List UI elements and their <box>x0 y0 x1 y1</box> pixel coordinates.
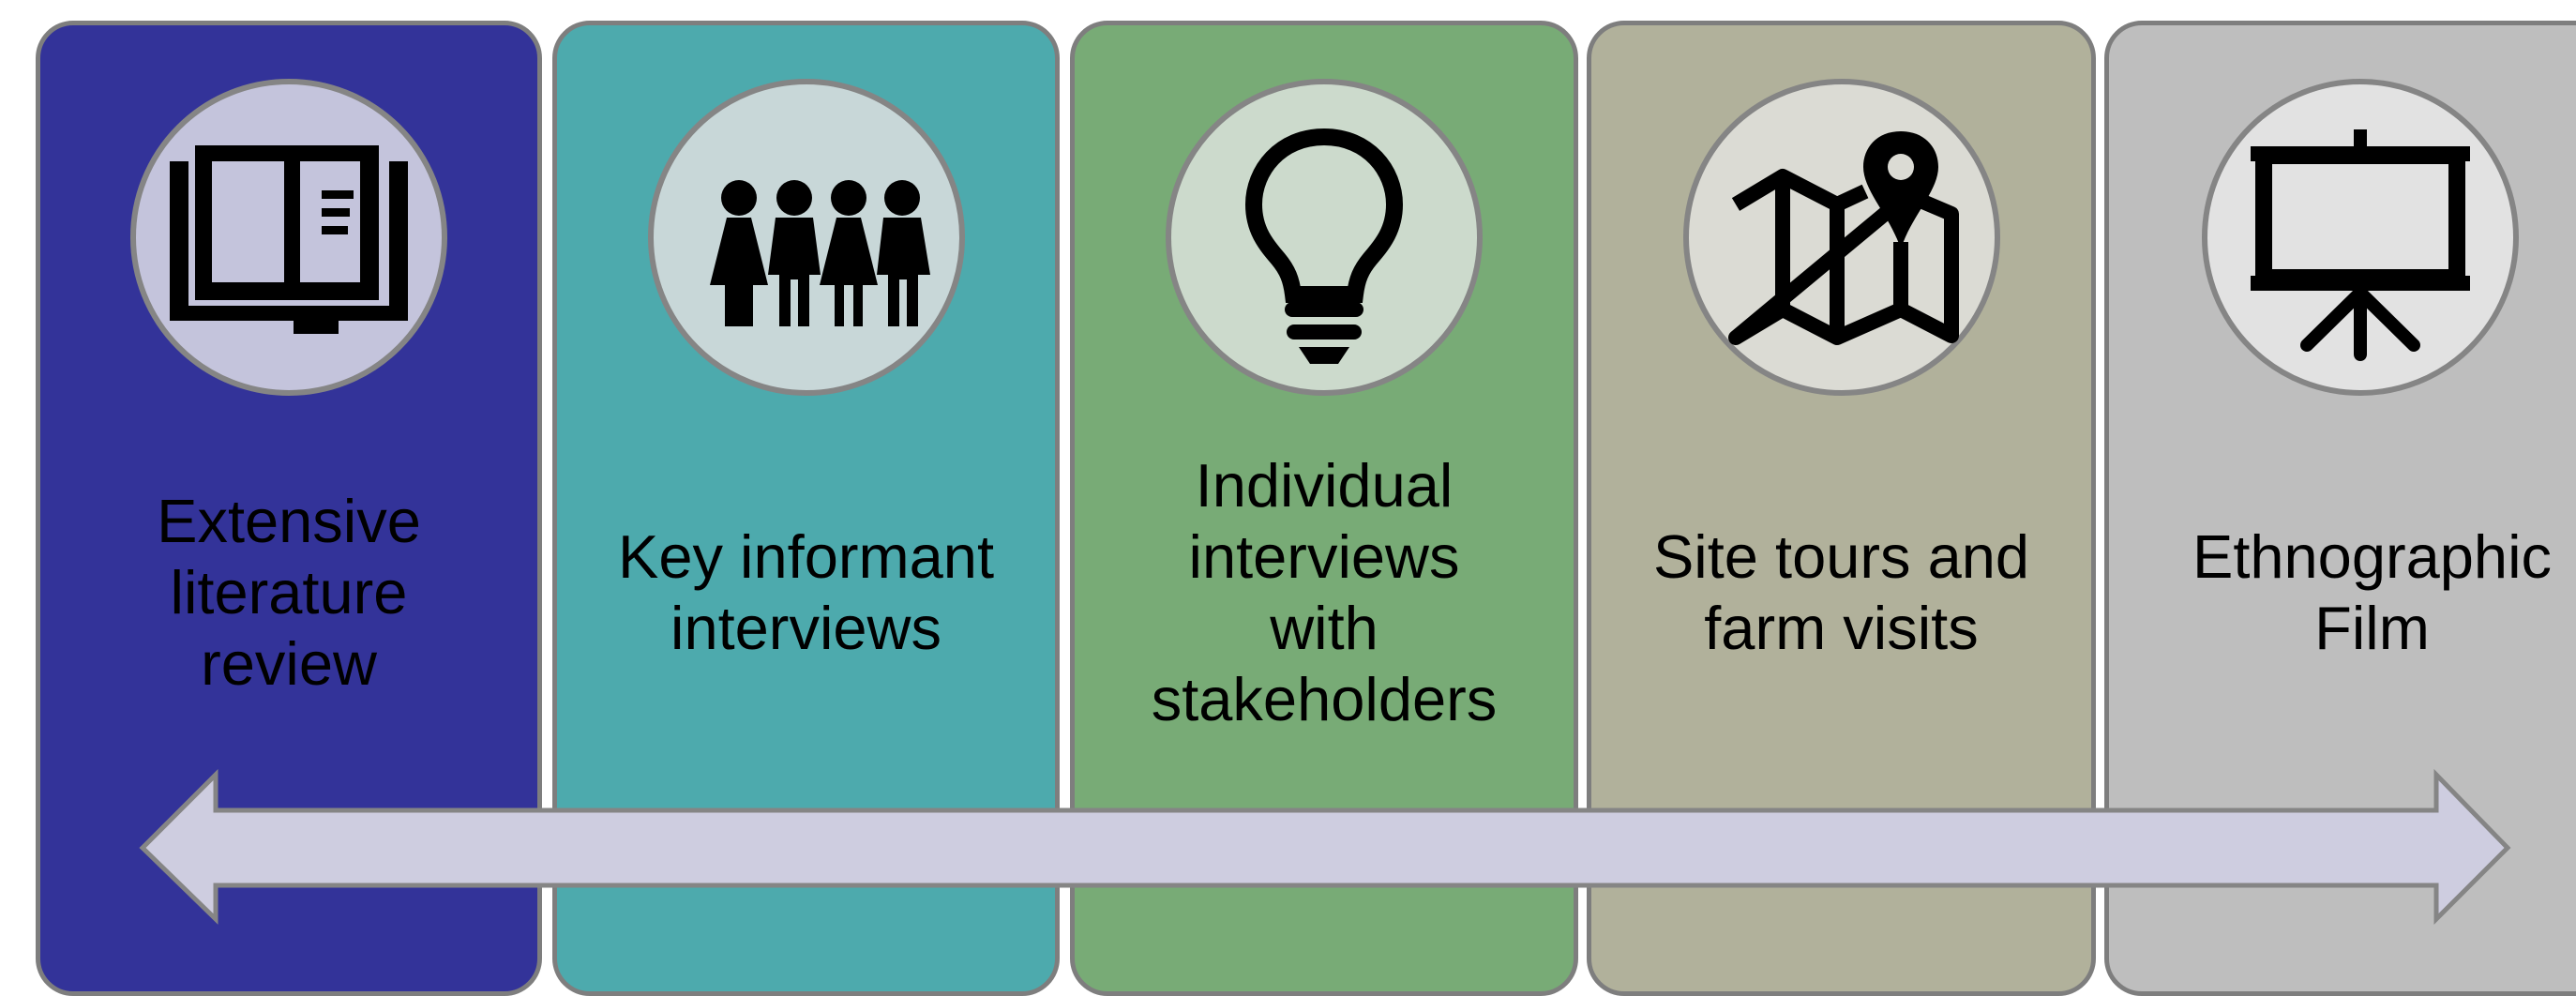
step-icon-circle <box>647 79 965 396</box>
step-label: Site tours and farm visits <box>1652 522 2030 662</box>
step-icon-circle <box>130 79 447 396</box>
step-icon-circle <box>2202 79 2519 396</box>
step-label: Key informant interviews <box>617 522 994 662</box>
step-label: Ethnographic Film <box>2192 522 2553 662</box>
step-label: Individual interviews with stakeholders <box>1151 451 1498 733</box>
presentation-board-icon <box>2251 129 2470 361</box>
step-label: Extensive literature review <box>157 487 421 698</box>
step-card-literature-review: Extensive literature review <box>36 21 542 996</box>
step-card-key-informant-interviews: Key informant interviews <box>552 21 1060 996</box>
step-icon-circle <box>1166 79 1483 396</box>
step-card-individual-interviews: Individual interviews with stakeholders <box>1070 21 1578 996</box>
step-icon-circle <box>1682 79 2000 396</box>
open-book-icon <box>170 145 408 334</box>
lightbulb-icon <box>1244 128 1404 364</box>
step-card-site-tours: Site tours and farm visits <box>1587 21 2096 996</box>
step-card-ethnographic-film: Ethnographic Film <box>2104 21 2576 996</box>
people-group-icon <box>709 180 930 326</box>
map-pin-icon <box>1727 131 1959 345</box>
